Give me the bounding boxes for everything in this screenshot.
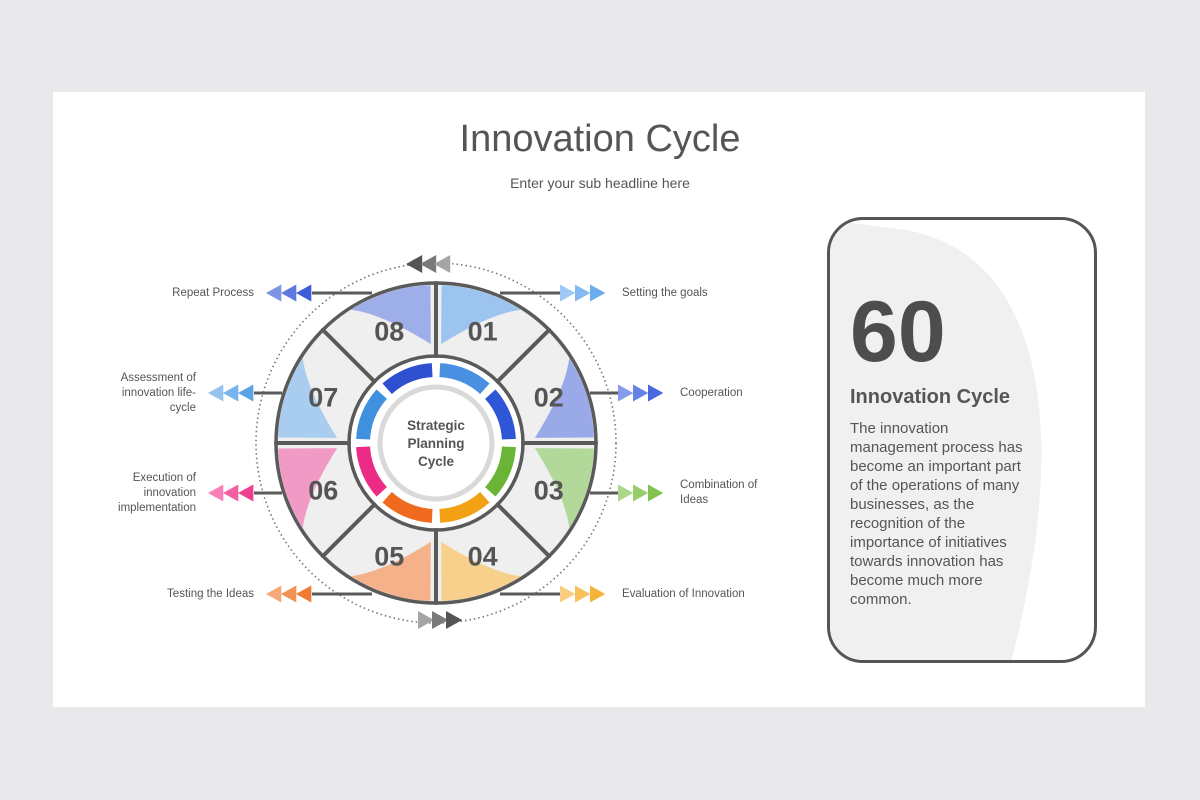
- segment-04-fill: [441, 541, 521, 601]
- card-heading: Innovation Cycle: [850, 386, 1011, 408]
- arrow-right-icon: [648, 384, 664, 402]
- center-circle: [377, 384, 495, 502]
- segment-02-fill: [534, 358, 594, 438]
- card-decoration: [830, 220, 1042, 660]
- segment-label-08: Repeat Process: [172, 286, 254, 299]
- inner-ring-03: [485, 446, 516, 497]
- segment-06-fill: [278, 448, 338, 528]
- arrow-left-icon: [223, 484, 239, 502]
- arrow-left-icon: [296, 585, 312, 603]
- bottom-ring-arrow-icon: [446, 611, 463, 629]
- card-number: 60: [850, 284, 946, 380]
- inner-ring-08: [382, 363, 433, 394]
- top-ring-arrow-icon: [406, 255, 423, 273]
- segment-label-05: Testing the Ideas: [167, 587, 254, 600]
- arrow-right-icon: [590, 585, 606, 603]
- segment-label-04: Evaluation of Innovation: [622, 587, 745, 600]
- arrow-right-icon: [648, 484, 664, 502]
- arrow-left-icon: [238, 484, 254, 502]
- segment-08-fill: [351, 285, 431, 345]
- top-ring-arrow-icon: [434, 255, 451, 273]
- arrow-left-icon: [266, 585, 282, 603]
- center-label-line: Strategic: [407, 418, 465, 433]
- segment-number-07: 07: [308, 382, 338, 412]
- arrow-left-icon: [208, 384, 224, 402]
- segment-07-fill: [278, 358, 338, 438]
- segment-number-03: 03: [534, 476, 564, 506]
- arrow-right-icon: [575, 284, 591, 302]
- arrow-left-icon: [223, 384, 239, 402]
- arrow-right-icon: [575, 585, 591, 603]
- segment-03-fill: [534, 448, 594, 528]
- segment-number-02: 02: [534, 382, 564, 412]
- center-label-line: Planning: [408, 436, 465, 451]
- top-ring-arrow-icon: [420, 255, 437, 273]
- segment-label-01: Setting the goals: [622, 286, 708, 299]
- inner-ring-04: [439, 492, 490, 523]
- inner-ring-01: [439, 363, 490, 394]
- spoke-line: [320, 502, 377, 559]
- segment-number-06: 06: [308, 476, 338, 506]
- bottom-ring-arrow-icon: [432, 611, 449, 629]
- segment-number-01: 01: [468, 316, 498, 346]
- arrow-right-icon: [618, 384, 634, 402]
- arrow-right-icon: [590, 284, 606, 302]
- info-card: 60 Innovation Cycle The innovation manag…: [827, 217, 1097, 663]
- spoke-line: [495, 502, 552, 559]
- inner-ring-07: [356, 389, 387, 440]
- spoke-line: [495, 327, 552, 384]
- segment-number-05: 05: [374, 542, 404, 572]
- bottom-ring-arrow-icon: [418, 611, 435, 629]
- center-label-line: Cycle: [418, 454, 455, 469]
- page-subtitle: Enter your sub headline here: [510, 175, 690, 191]
- card-body: The innovation management process has be…: [850, 420, 1023, 608]
- arrow-right-icon: [560, 585, 576, 603]
- arrow-left-icon: [238, 384, 254, 402]
- segment-label-03: Combination of Ideas: [680, 479, 758, 506]
- segment-label-07: Assessment of innovation life-cycle: [120, 371, 196, 414]
- spoke-line: [320, 327, 377, 384]
- segment-label-06: Execution of innovation implementation: [118, 471, 196, 514]
- inner-ring-05: [382, 492, 433, 523]
- segment-number-04: 04: [468, 542, 498, 572]
- arrow-right-icon: [633, 484, 649, 502]
- segment-05-fill: [351, 541, 431, 601]
- page-title: Innovation Cycle: [459, 118, 741, 160]
- segment-number-08: 08: [374, 316, 404, 346]
- arrow-left-icon: [281, 284, 297, 302]
- arrow-left-icon: [266, 284, 282, 302]
- inner-ring-02: [485, 389, 516, 440]
- arrow-right-icon: [618, 484, 634, 502]
- arrow-left-icon: [208, 484, 224, 502]
- arrow-left-icon: [296, 284, 312, 302]
- arrow-right-icon: [633, 384, 649, 402]
- arrow-right-icon: [560, 284, 576, 302]
- segment-label-02: Cooperation: [680, 386, 743, 399]
- inner-ring-06: [356, 446, 387, 497]
- arrow-left-icon: [281, 585, 297, 603]
- segment-01-fill: [441, 285, 521, 345]
- dotted-outer-ring: [255, 262, 617, 624]
